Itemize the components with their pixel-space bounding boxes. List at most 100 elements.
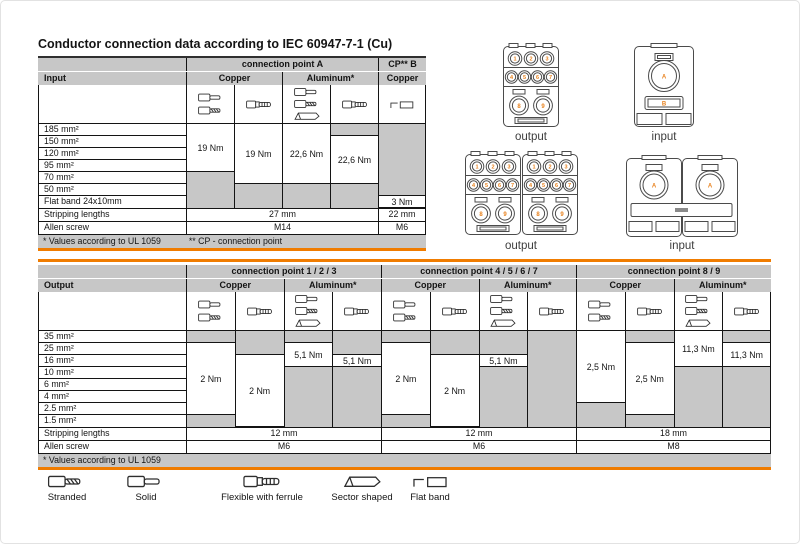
sector-icon [295, 318, 321, 328]
group-header: CP** B [378, 58, 426, 71]
svg-text:3: 3 [507, 165, 510, 171]
spec-value: 12 mm [381, 428, 576, 440]
svg-text:7: 7 [511, 183, 514, 189]
table-footnote: * Values according to UL 1059 [38, 454, 771, 470]
svg-text:5: 5 [542, 183, 545, 189]
row-label: 50 mm² [39, 184, 186, 196]
conductor-icon-row [38, 85, 426, 123]
sector-icon [293, 111, 320, 121]
svg-text:4: 4 [529, 183, 533, 189]
data-column: 22,6 Nm [330, 124, 379, 208]
diagram-label-input-bottom: input [669, 240, 695, 252]
spec-value: M8 [576, 441, 771, 453]
spec-row-label: Stripping lengths [38, 428, 186, 440]
torque-cell: 5,1 Nm [478, 354, 529, 367]
header-corner [38, 58, 186, 71]
diagram-label-output-top: output [515, 131, 547, 143]
table-top-rule [38, 56, 426, 58]
conductor-type-cell [381, 292, 430, 330]
row-label: 35 mm² [39, 331, 186, 343]
solid-icon [685, 294, 711, 304]
row-label: 16 mm² [39, 355, 186, 367]
torque-cell: 3 Nm [378, 195, 426, 208]
row-label: 70 mm² [39, 172, 186, 184]
header-corner [38, 265, 186, 278]
solid-icon [198, 299, 224, 310]
svg-text:9: 9 [560, 212, 564, 218]
row-label: Flat band 24x10mm [44, 196, 122, 206]
data-column: 11,3 Nm [673, 330, 724, 427]
svg-text:6: 6 [536, 75, 539, 81]
svg-text:9: 9 [503, 212, 507, 218]
spec-value: M6 [381, 441, 576, 453]
svg-text:8: 8 [479, 212, 483, 218]
output-connection-table: connection point 1 / 2 / 3 connection poi… [38, 259, 771, 470]
ferrule-icon [636, 306, 663, 317]
group-header: connection point 1 / 2 / 3 [186, 265, 381, 278]
legend-item: Flexible with ferrule [221, 475, 303, 503]
group-header: connection point A [186, 58, 378, 71]
row-label: 120 mm² [39, 148, 186, 160]
flatband-icon [411, 475, 449, 488]
footnote-text: * Values according to UL 1059 [43, 455, 161, 465]
row-label: 150 mm² [39, 136, 186, 148]
conductor-type-cell [234, 85, 282, 123]
ferrule-icon [245, 99, 272, 110]
conductor-icon-row [38, 292, 771, 330]
ferrule-icon [733, 306, 760, 317]
stranded-icon [393, 312, 419, 323]
material-header: Aluminum* [478, 279, 576, 292]
svg-text:1: 1 [475, 165, 478, 171]
legend-label: Flexible with ferrule [221, 492, 303, 503]
material-header: Copper [186, 72, 282, 85]
svg-text:6: 6 [555, 183, 558, 189]
conductor-type-cell [624, 292, 674, 330]
svg-text:5: 5 [485, 183, 488, 189]
row-label: 185 mm² [39, 124, 186, 136]
material-header: Copper [186, 279, 284, 292]
data-column: 2,5 Nm [624, 331, 675, 427]
torque-cell: 2 Nm [381, 342, 431, 415]
stranded-icon [685, 306, 711, 316]
material-header: Aluminum* [673, 279, 771, 292]
legend-item: Sector shaped [331, 475, 393, 503]
data-column: 5,1 Nm [332, 331, 382, 427]
data-column: 5,1 Nm [478, 331, 529, 427]
material-header: Copper [378, 72, 426, 85]
torque-cell: 2 Nm [234, 354, 285, 427]
material-header: Copper [381, 279, 479, 292]
svg-text:3: 3 [564, 165, 567, 171]
conductor-type-cell [722, 292, 771, 330]
spec-value: 27 mm [186, 209, 378, 221]
group-header-row: connection point 1 / 2 / 3 connection poi… [38, 265, 771, 279]
stranded-icon [48, 475, 86, 488]
ferrule-icon [246, 306, 273, 317]
torque-cell: 2 Nm [429, 354, 480, 427]
ferrule-icon [441, 306, 468, 317]
solid-icon [127, 475, 165, 488]
solid-icon [295, 294, 321, 304]
legend-item: Flat band [410, 475, 450, 503]
legend-label: Sector shaped [331, 492, 393, 503]
conductor-type-cell [576, 292, 625, 330]
data-column: 22,6 Nm [282, 123, 331, 208]
torque-cell: 2 Nm [186, 342, 236, 415]
svg-text:4: 4 [510, 75, 514, 81]
svg-text:6: 6 [498, 183, 501, 189]
torque-cell: 2,5 Nm [576, 330, 626, 403]
group-header: connection point 8 / 9 [576, 265, 771, 278]
svg-text:7: 7 [568, 183, 571, 189]
legend-item: Solid [127, 475, 165, 503]
conductor-type-cell [282, 85, 330, 123]
spec-value: 18 mm [576, 428, 771, 440]
svg-text:1: 1 [513, 57, 516, 63]
data-column: 2 Nm [381, 331, 431, 427]
legend-label: Stranded [47, 492, 87, 503]
svg-text:A: A [652, 184, 657, 190]
